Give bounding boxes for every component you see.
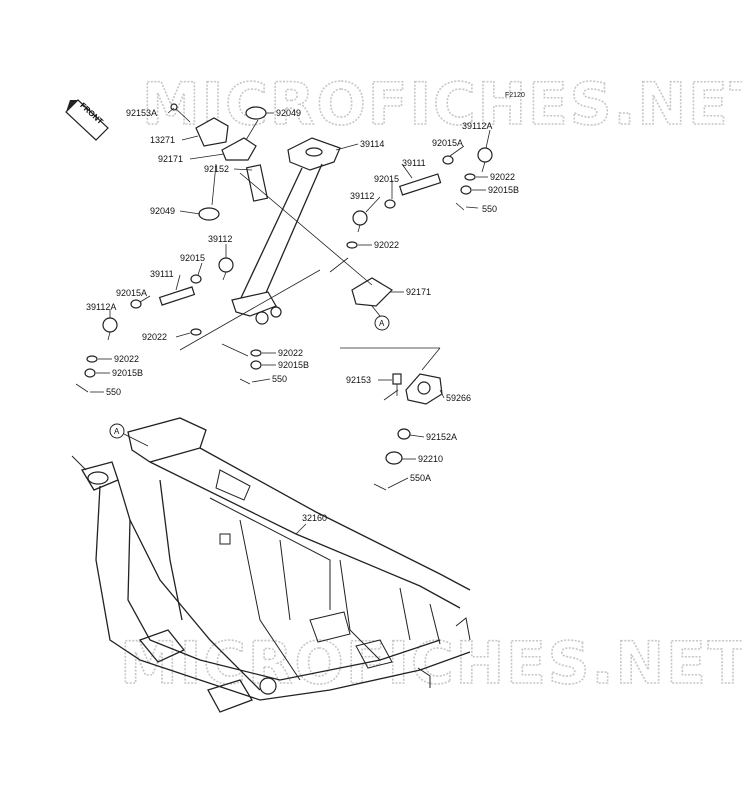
bushing-92152 (245, 164, 269, 202)
steering-shaft-39114 (231, 137, 341, 325)
label-92015B-left: 92015B (112, 368, 143, 378)
tie-rod-end-39112-left (218, 257, 234, 281)
label-550-left: 550 (106, 387, 121, 397)
ref-line-a-upper (371, 305, 381, 317)
figure-code: F2120 (505, 92, 525, 99)
assembly-guide-lines (179, 119, 441, 401)
label-92022-left-b: 92022 (114, 354, 139, 364)
nut-92015-right (384, 199, 396, 209)
holder-92171-top (221, 137, 257, 161)
label-92015-left: 92015 (180, 253, 205, 263)
label-92015-right: 92015 (374, 174, 399, 184)
label-39111-right: 39111 (402, 158, 426, 168)
washer-92022-right-mid (346, 241, 358, 249)
reference-marker-a-lower: A (109, 423, 125, 439)
tie-rod-end-39112A-left (102, 317, 118, 341)
washer-92022-right-top (464, 173, 476, 181)
nut-92015B-left (84, 368, 96, 378)
bushing-92152A (397, 428, 411, 440)
tie-rod-39111-left (158, 286, 196, 306)
label-92015A-right: 92015A (432, 138, 463, 148)
ref-line-a-lower (123, 433, 149, 447)
label-92015A-left: 92015A (116, 288, 147, 298)
watermark-top: MICROFICHES.NET (142, 70, 742, 138)
svg-text:A: A (114, 427, 120, 436)
label-92210: 92210 (418, 454, 443, 464)
pin-550-left (75, 383, 89, 393)
label-92171-right: 92171 (406, 287, 431, 297)
label-550-center: 550 (272, 374, 287, 384)
nut-92015B-center (250, 360, 262, 370)
label-92152A: 92152A (426, 432, 457, 442)
nut-92015B-right (460, 185, 472, 195)
label-92049-top: 92049 (276, 108, 301, 118)
tie-rod-end-39112-right (352, 210, 368, 233)
label-92049-bottom: 92049 (150, 206, 175, 216)
label-39111-left: 39111 (150, 269, 174, 279)
tie-rod-end-39112A-right (477, 147, 493, 173)
label-39112-right: 39112 (350, 191, 374, 201)
washer-92022-left-b (86, 355, 98, 363)
label-39112A-right: 39112A (462, 121, 492, 131)
pin-550A (373, 483, 387, 491)
oring-92049-top (245, 106, 267, 120)
label-92171-top: 92171 (158, 154, 183, 164)
label-550-right: 550 (482, 204, 497, 214)
label-92152: 92152 (204, 164, 229, 174)
label-59266: 59266 (446, 393, 471, 403)
label-92153: 92153 (346, 375, 371, 385)
callout-leaders (90, 107, 491, 535)
label-92015B-center: 92015B (278, 360, 309, 370)
bolt-92153 (392, 373, 402, 396)
label-92015B-right: 92015B (488, 185, 519, 195)
bolt-92153A (170, 103, 191, 123)
washer-92022-left-a (190, 328, 202, 336)
label-92153A: 92153A (126, 108, 157, 118)
label-92022-right-mid: 92022 (374, 240, 399, 250)
nut-92015-left (190, 274, 202, 284)
reference-marker-a-upper: A (374, 315, 390, 331)
washer-92022-center (250, 349, 262, 357)
clamp-13271 (195, 117, 229, 147)
nut-92210 (385, 451, 403, 465)
label-550A: 550A (410, 473, 431, 483)
frame-32160 (71, 417, 471, 713)
pin-550-center (239, 378, 251, 385)
label-92022-center: 92022 (278, 348, 303, 358)
oring-92049-bottom (198, 207, 220, 221)
label-39112-left: 39112 (208, 234, 232, 244)
nut-92015A-left (130, 299, 142, 309)
tie-rod-39111-right (398, 173, 442, 196)
label-13271: 13271 (150, 135, 175, 145)
bearing-holder-59266 (405, 373, 443, 405)
holder-92171-right (351, 277, 393, 307)
label-39114: 39114 (360, 139, 384, 149)
pin-550-right (455, 202, 465, 211)
label-39112A-left: 39112A (86, 302, 116, 312)
nut-92015A-right (442, 155, 454, 165)
svg-text:A: A (379, 319, 385, 328)
label-92022-right-top: 92022 (490, 172, 515, 182)
label-32160: 32160 (302, 513, 327, 523)
front-arrow-icon: FRONT (65, 99, 109, 141)
label-92022-left-a: 92022 (142, 332, 167, 342)
